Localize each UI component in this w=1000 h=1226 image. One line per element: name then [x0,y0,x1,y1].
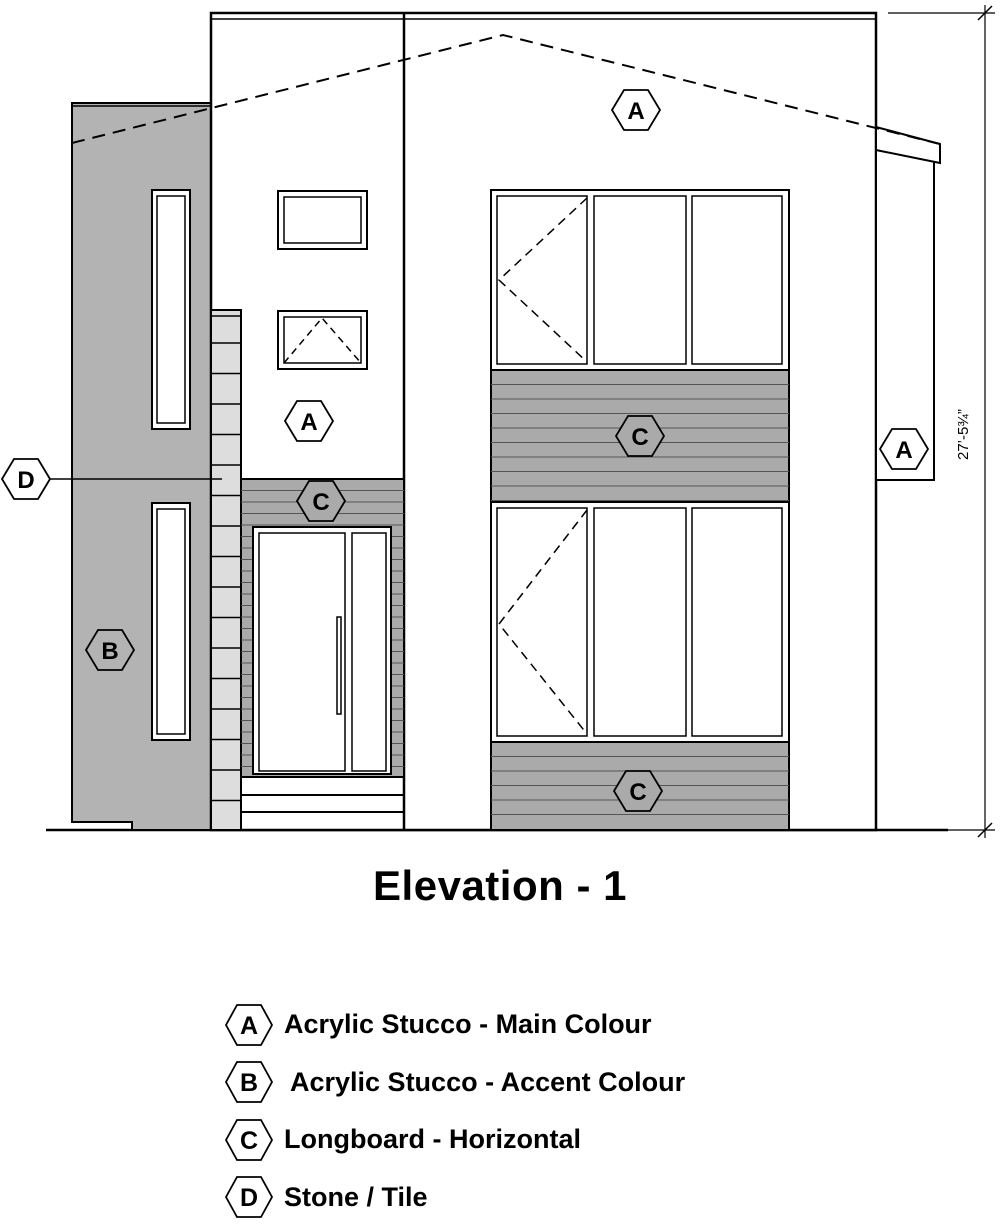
stone-column-outline [211,310,241,830]
svg-text:C: C [312,489,329,516]
legend-label: Acrylic Stucco - Main Colour [284,1009,652,1040]
elevation-drawing: 27’-5¾” A A A B C C C D [0,0,1000,850]
legend-label: Longboard - Horizontal [284,1124,581,1155]
svg-text:A: A [300,409,317,436]
legend-item-c: C Longboard - Horizontal [224,1111,685,1169]
upper-small-window [278,191,367,249]
hex-tag-icon: B [224,1060,274,1104]
door-handle [337,617,341,714]
legend-item-a: A Acrylic Stucco - Main Colour [224,996,685,1054]
side-volume [876,127,940,480]
svg-text:D: D [17,467,34,494]
hex-tag-icon: D [224,1175,274,1219]
svg-text:C: C [240,1127,258,1155]
window-wall-upper [491,190,789,370]
accent-wall [72,103,211,830]
svg-text:C: C [629,779,646,806]
svg-text:D: D [240,1184,258,1212]
front-door [253,527,391,774]
stone-column [211,310,241,830]
legend-label: Stone / Tile [284,1182,428,1213]
legend-item-b: B Acrylic Stucco - Accent Colour [224,1054,685,1112]
svg-text:C: C [631,424,648,451]
svg-text:A: A [240,1012,258,1040]
svg-text:B: B [240,1069,258,1097]
legend-item-d: D Stone / Tile [224,1169,685,1226]
tag-d: D [2,459,50,499]
dimension-label: 27’-5¾” [955,409,972,460]
svg-text:B: B [101,638,118,665]
hex-tag-icon: C [224,1118,274,1162]
window-wall-lower [491,502,789,742]
hex-tag-icon: A [224,1003,274,1047]
material-legend: A Acrylic Stucco - Main Colour B Acrylic… [224,996,685,1226]
drawing-title: Elevation - 1 [0,862,1000,910]
legend-label: Acrylic Stucco - Accent Colour [290,1067,685,1098]
svg-text:A: A [895,437,912,464]
svg-text:A: A [627,98,644,125]
